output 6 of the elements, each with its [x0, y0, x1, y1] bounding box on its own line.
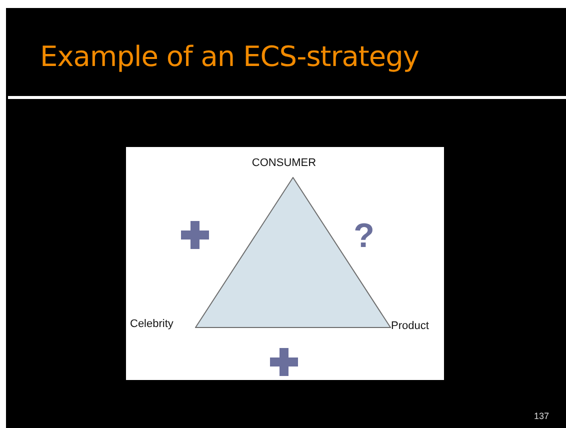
slide-title: Example of an ECS-strategy [40, 40, 419, 73]
question-mark: ? [354, 217, 374, 256]
vertex-label: Celebrity [130, 318, 174, 331]
page-number: 137 [534, 411, 550, 422]
vertex-label: CONSUMER [252, 157, 316, 170]
vertex-label: Product [391, 320, 429, 333]
